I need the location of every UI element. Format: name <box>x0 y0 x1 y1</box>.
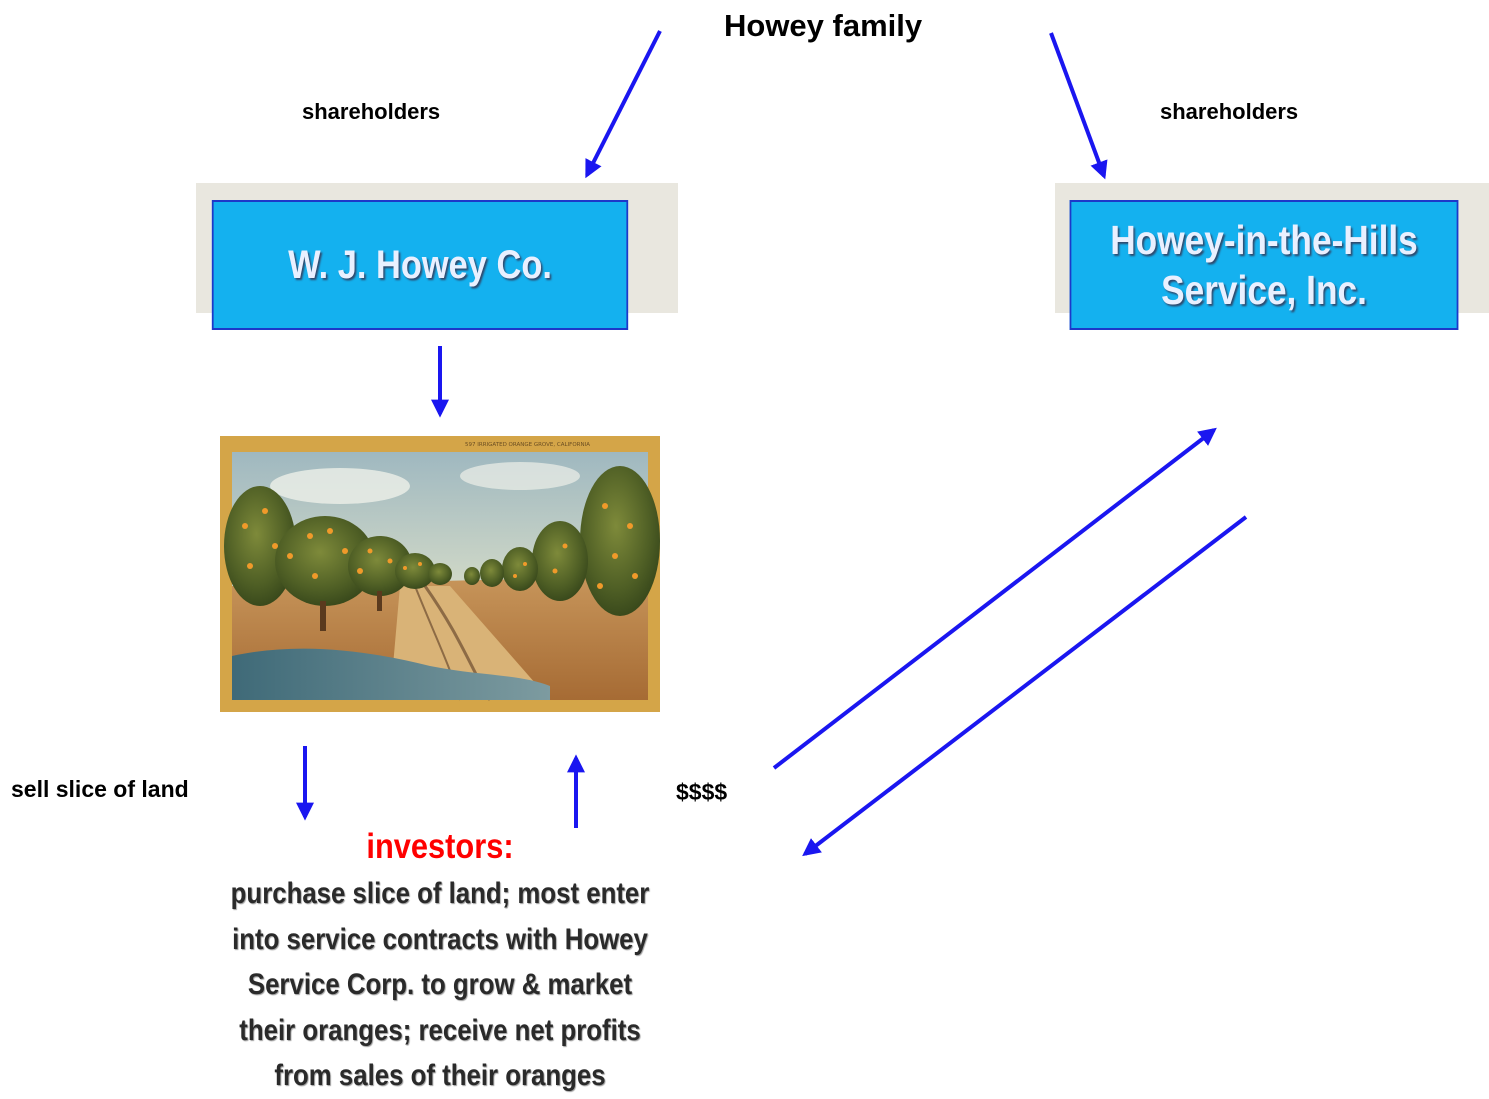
service-inc-line-2: Service, Inc. <box>1161 267 1367 313</box>
arrow-family-to-service-inc <box>1049 32 1108 180</box>
investors-desc-line: from sales of their oranges <box>274 1059 606 1092</box>
arrow-family-to-wj-howey <box>585 30 662 179</box>
investors-desc-line: into service contracts with Howey <box>232 922 648 956</box>
investors-description: purchase slice of land; most enter into … <box>182 871 698 1099</box>
investors-desc-line: purchase slice of land; most enter <box>230 877 650 910</box>
howey-service-inc-box: Howey-in-the-Hills Service, Inc. <box>1069 200 1459 330</box>
investors-title: investors: <box>366 827 514 866</box>
orange-grove-postcard-image: 597 IRRIGATED ORANGE GROVE, CALIFORNIA <box>220 436 660 712</box>
shareholders-label-right: shareholders <box>1160 99 1299 124</box>
investors-desc-line: their oranges; receive net profits <box>239 1013 641 1047</box>
wj-howey-co-label: W. J. Howey Co. <box>288 243 552 287</box>
money-label: $$$$ <box>676 779 728 805</box>
shareholders-label-left: shareholders <box>302 99 441 124</box>
investors-desc-line: Service Corp. to grow & market <box>247 968 633 1001</box>
wj-howey-co-box: W. J. Howey Co. <box>211 200 629 330</box>
service-inc-line-1: Howey-in-the-Hills <box>1110 217 1418 263</box>
sell-slice-label: sell slice of land <box>11 776 189 802</box>
arrow-service-to-investors <box>802 515 1248 857</box>
howey-family-label: Howey family <box>724 8 923 43</box>
arrow-money-to-service-inc <box>772 427 1217 770</box>
postcard-caption: 597 IRRIGATED ORANGE GROVE, CALIFORNIA <box>465 442 590 448</box>
